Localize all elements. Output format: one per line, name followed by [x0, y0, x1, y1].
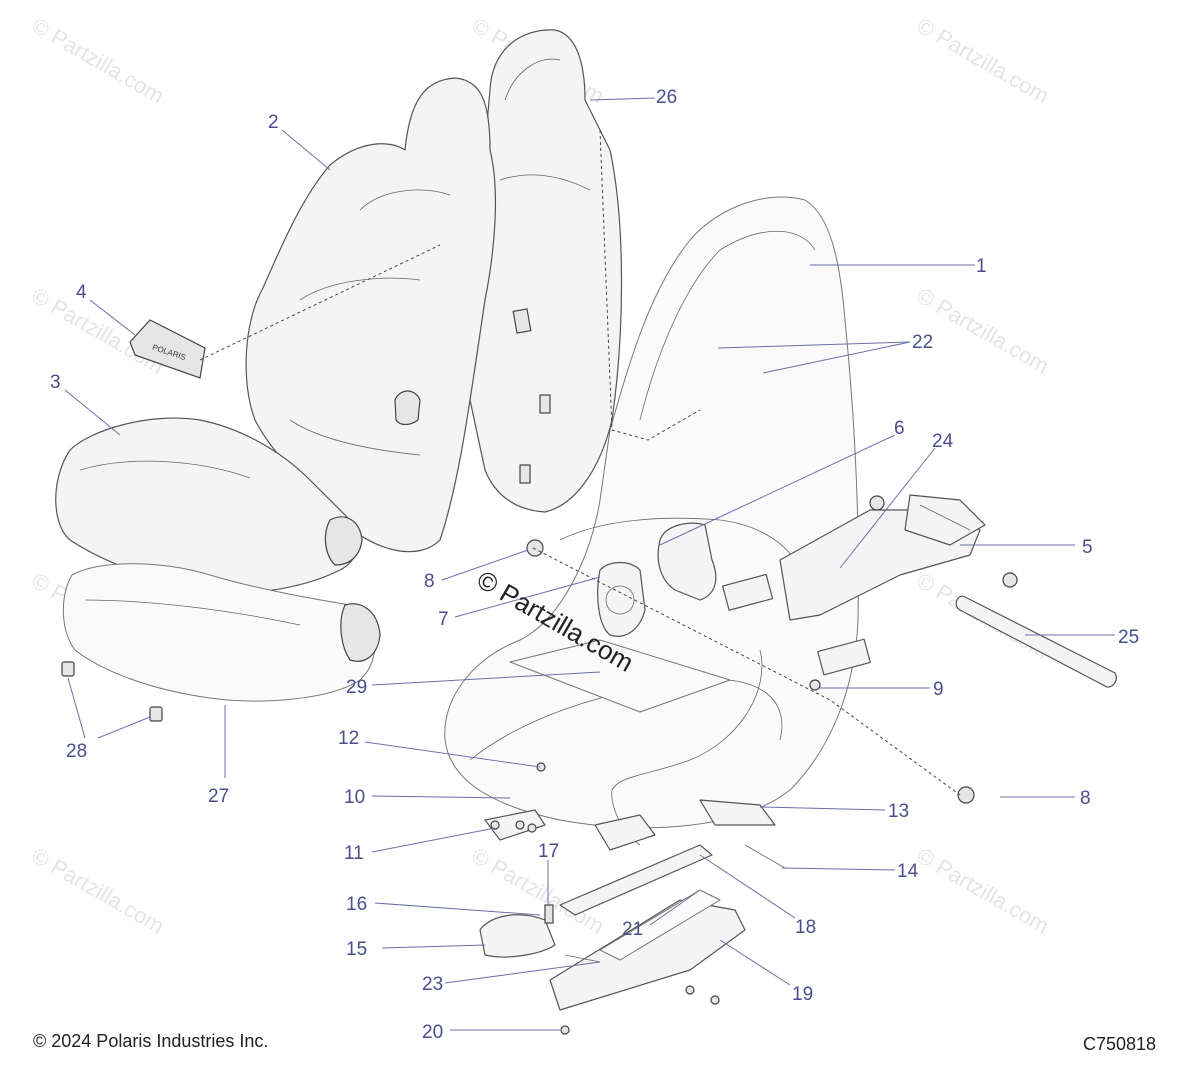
callout-13: 13	[888, 801, 909, 822]
callout-8a: 8	[424, 571, 435, 592]
watermark: © Partzilla.com	[913, 843, 1054, 939]
callout-8b: 8	[1080, 788, 1091, 809]
callout-labels: 1 2 3 4 5 6 7 8 8 9 10 11 12 13 14 15 16…	[50, 87, 1139, 1043]
callout-4: 4	[76, 282, 87, 303]
callout-3: 3	[50, 372, 61, 393]
wire-harness	[611, 649, 763, 846]
part-7-recline-cover	[597, 561, 646, 637]
part-25-rod	[955, 572, 1117, 688]
copyright-text: © 2024 Polaris Industries Inc.	[33, 1031, 268, 1051]
callout-1: 1	[976, 256, 987, 277]
part-2-seat-back-pad	[245, 77, 497, 553]
callout-20: 20	[422, 1022, 443, 1043]
callout-18: 18	[795, 917, 816, 938]
diagram-code: C750818	[1083, 1034, 1156, 1054]
callout-14: 14	[897, 861, 919, 882]
callout-25: 25	[1118, 627, 1139, 648]
callout-27: 27	[208, 786, 229, 807]
watermark: © Partzilla.com	[913, 13, 1054, 109]
part-27-seat-base	[62, 563, 381, 702]
callout-24: 24	[932, 431, 954, 452]
callout-7: 7	[438, 609, 449, 630]
part-29-pad	[509, 639, 731, 713]
part-4-badge: POLARIS	[129, 319, 206, 379]
callout-6: 6	[894, 418, 905, 439]
callout-15: 15	[346, 939, 367, 960]
watermark: © Partzilla.com	[913, 283, 1054, 379]
callout-21: 21	[622, 919, 643, 940]
callout-11: 11	[344, 843, 364, 864]
callout-5: 5	[1082, 537, 1093, 558]
callout-10: 10	[344, 787, 365, 808]
callout-22: 22	[912, 332, 933, 353]
callout-28: 28	[66, 741, 87, 762]
callout-12: 12	[338, 728, 359, 749]
callout-17: 17	[538, 841, 559, 862]
callout-26: 26	[656, 87, 677, 108]
part-28-clips	[61, 661, 163, 722]
part-9-screw	[809, 679, 821, 691]
reference-lines	[199, 129, 961, 796]
callout-23: 23	[422, 974, 443, 995]
callout-19: 19	[792, 984, 813, 1005]
part-6-side-cover	[657, 522, 717, 601]
watermark: © Partzilla.com	[28, 843, 169, 939]
watermark: © Partzilla.com	[28, 13, 169, 109]
callout-29: 29	[346, 677, 367, 698]
leader-lines	[64, 97, 1115, 1031]
part-3-seat-cushion	[55, 417, 363, 594]
callout-9: 9	[933, 679, 944, 700]
part-5-24-slider-assembly	[722, 494, 986, 676]
callout-16: 16	[346, 894, 367, 915]
callout-2: 2	[268, 112, 279, 133]
lower-hardware	[479, 762, 786, 1035]
part-8-bumpers	[526, 539, 975, 804]
